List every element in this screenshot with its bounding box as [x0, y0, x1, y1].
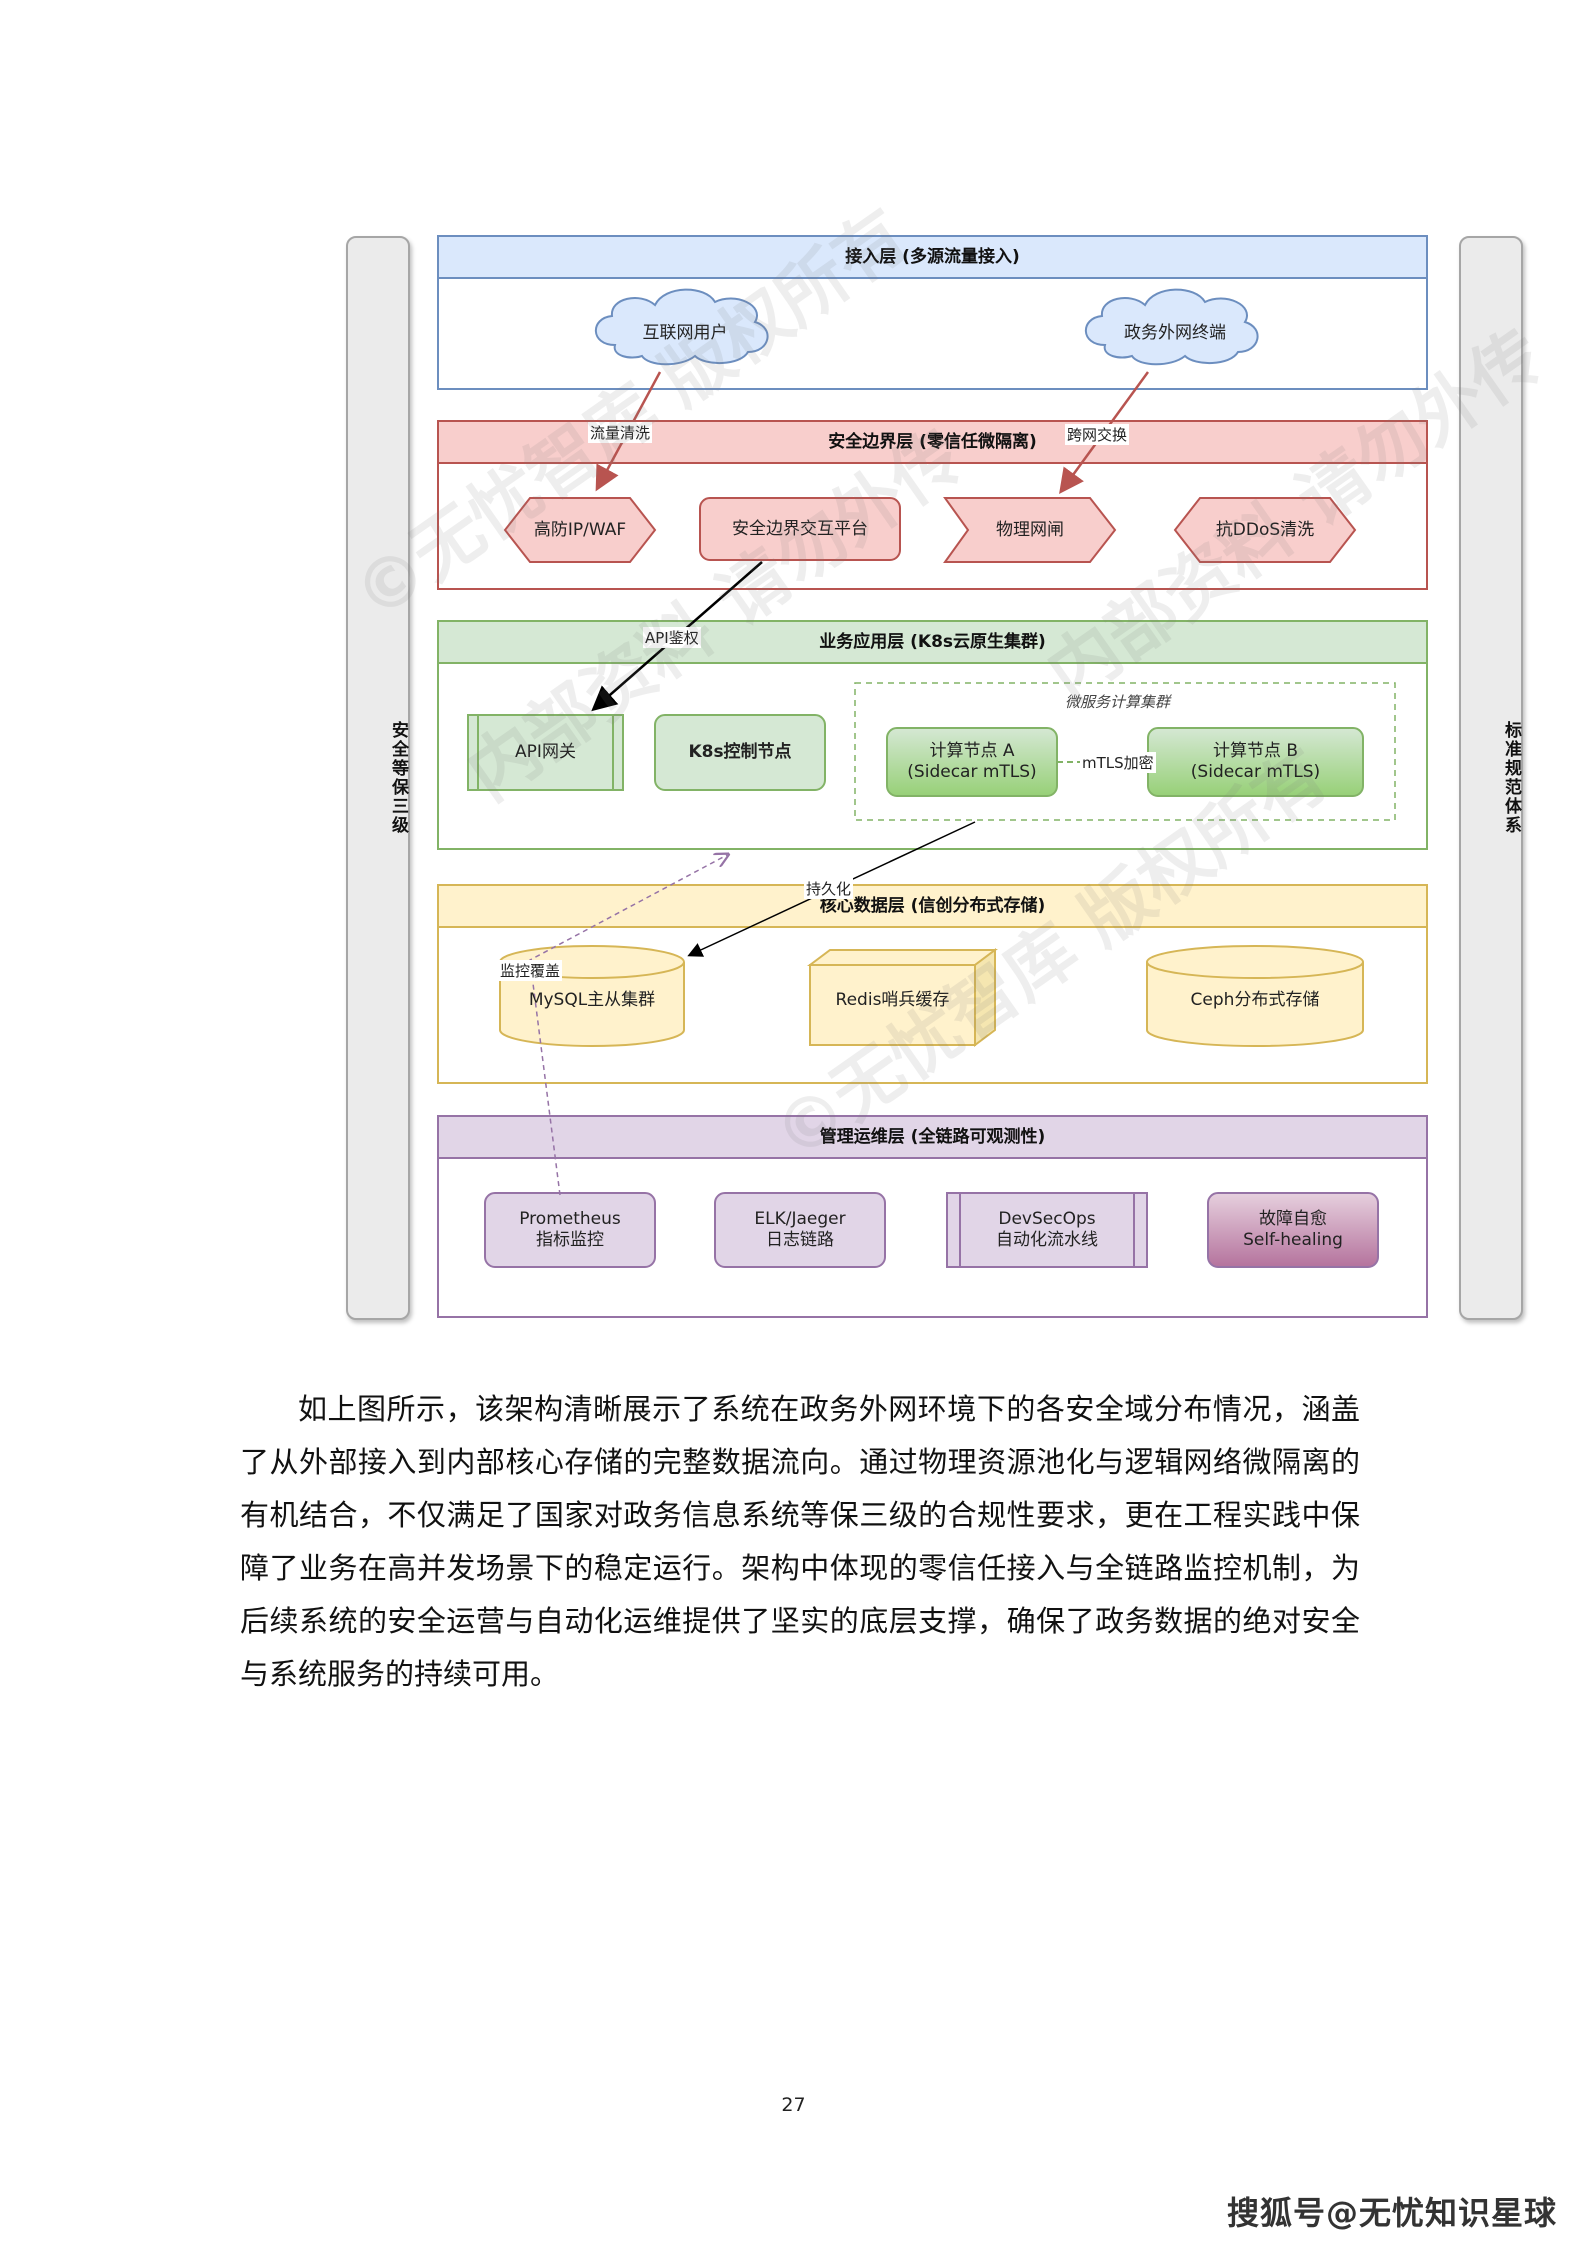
devsecops-sub: 自动化流水线	[996, 1230, 1098, 1250]
waf-hexagon	[503, 497, 657, 563]
compute-node-b-sub: (Sidecar mTLS)	[1190, 762, 1321, 782]
access-layer: 接入层 (多源流量接入)	[437, 235, 1428, 390]
ceph-cylinder	[1146, 945, 1364, 1047]
architecture-diagram: 安全等保三级 标准规范体系 接入层 (多源流量接入) 安全边界层 (零信任微隔离…	[339, 194, 1558, 1320]
elk-sub: 日志链路	[766, 1230, 834, 1250]
prometheus-name: Prometheus	[519, 1209, 621, 1229]
ddos-label: 抗DDoS清洗	[1215, 519, 1315, 540]
selfheal-node: 故障自愈 Self-healing	[1208, 1193, 1378, 1267]
compute-node-a-sub: (Sidecar mTLS)	[907, 762, 1037, 782]
gov-terminal-label: 政务外网终端	[1124, 322, 1226, 343]
gap-label: 物理网闸	[996, 519, 1064, 540]
elk-box	[714, 1192, 886, 1268]
body-paragraph: 如上图所示，该架构清晰展示了系统在政务外网环境下的各安全域分布情况，涵盖了从外部…	[240, 1383, 1360, 1701]
edge-label-api-auth: API鉴权	[643, 627, 701, 648]
selfheal-sub: Self-healing	[1243, 1230, 1343, 1250]
left-side-bar: 安全等保三级	[346, 236, 410, 1320]
compute-node-a-name: 计算节点 A	[929, 741, 1015, 761]
ops-layer-title: 管理运维层 (全链路可观测性)	[439, 1117, 1426, 1159]
k8s-control-label: K8s控制节点	[688, 742, 792, 762]
mysql-label: MySQL主从集群	[528, 989, 656, 1010]
ddos-hexagon	[1173, 497, 1357, 563]
compute-node-a: 计算节点 A (Sidecar mTLS)	[887, 728, 1057, 796]
security-layer-title: 安全边界层 (零信任微隔离)	[439, 422, 1426, 464]
prometheus-box	[484, 1192, 656, 1268]
devsecops-name: DevSecOps	[998, 1209, 1096, 1229]
app-layer-title: 业务应用层 (K8s云原生集群)	[439, 622, 1426, 664]
redis-cube	[807, 948, 998, 1047]
edge-label-persist: 持久化	[804, 878, 854, 899]
elk-node: ELK/Jaeger 日志链路	[715, 1193, 885, 1267]
edge-label-cross-net: 跨网交换	[1065, 424, 1130, 445]
compute-node-b: 计算节点 B (Sidecar mTLS)	[1148, 728, 1363, 796]
edge-label-monitor: 监控覆盖	[498, 960, 563, 981]
devsecops-node: DevSecOps 自动化流水线	[947, 1193, 1147, 1267]
microservice-cluster-frame	[854, 682, 1396, 821]
ceph-label: Ceph分布式存储	[1190, 989, 1320, 1010]
api-gateway-label: API网关	[515, 742, 576, 762]
mtls-label: mTLS加密	[1080, 752, 1156, 773]
cloud-internet-users	[594, 288, 769, 366]
boundary-platform-label: 安全边界交互平台	[732, 518, 868, 539]
page-number: 27	[781, 2094, 806, 2116]
prometheus-sub: 指标监控	[536, 1230, 604, 1250]
cloud-gov-terminal	[1084, 288, 1259, 366]
k8s-control-box	[654, 714, 826, 791]
api-gateway-box	[467, 714, 624, 791]
redis-label: Redis哨兵缓存	[835, 989, 950, 1010]
selfheal-box	[1207, 1192, 1379, 1268]
right-side-bar: 标准规范体系	[1459, 236, 1523, 1320]
waf-label: 高防IP/WAF	[533, 519, 627, 540]
access-layer-title: 接入层 (多源流量接入)	[439, 237, 1426, 279]
devsecops-box	[946, 1192, 1148, 1268]
compute-node-b-name: 计算节点 B	[1212, 741, 1299, 761]
right-side-bar-label: 标准规范体系	[1501, 721, 1521, 835]
data-layer: 核心数据层 (信创分布式存储)	[437, 884, 1428, 1084]
microservice-cluster-label: 微服务计算集群	[1065, 693, 1171, 711]
prometheus-node: Prometheus 指标监控	[485, 1193, 655, 1267]
diagram-shapes	[467, 288, 1396, 1268]
gap-step-shape	[943, 497, 1117, 563]
selfheal-name: 故障自愈	[1259, 1209, 1327, 1229]
body-paragraph-text: 如上图所示，该架构清晰展示了系统在政务外网环境下的各安全域分布情况，涵盖了从外部…	[240, 1392, 1360, 1691]
left-side-bar-label: 安全等保三级	[388, 721, 408, 835]
source-watermark: 搜狐号@无忧知识星球	[1226, 2194, 1557, 2232]
internet-users-label: 互联网用户	[642, 322, 728, 343]
data-layer-title: 核心数据层 (信创分布式存储)	[439, 886, 1426, 928]
elk-name: ELK/Jaeger	[754, 1209, 846, 1229]
edge-label-flow-clean: 流量清洗	[588, 422, 653, 443]
boundary-platform-box	[699, 497, 901, 561]
